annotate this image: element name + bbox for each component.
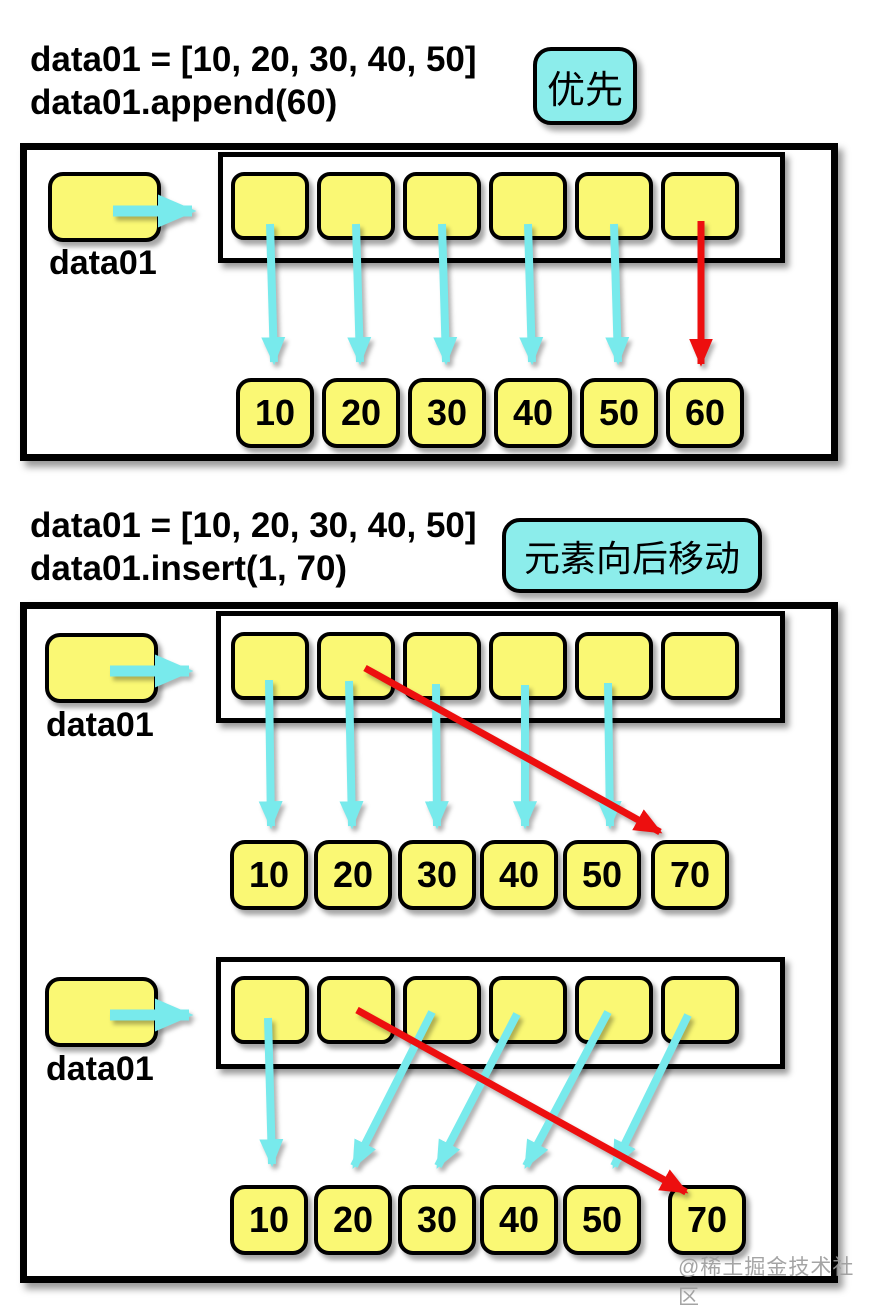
- value-box: 50: [563, 1185, 641, 1255]
- insert-code-line2: data01.insert(1, 70): [30, 549, 348, 588]
- array-cell: [489, 976, 567, 1044]
- insert-step1-variable-box: [45, 633, 158, 703]
- insert-code-line1: data01 = [10, 20, 30, 40, 50]: [30, 506, 477, 545]
- append-code-line2: data01.append(60): [30, 83, 338, 122]
- value-box: 30: [398, 1185, 476, 1255]
- array-cell: [661, 172, 739, 240]
- value-box: 50: [563, 840, 641, 910]
- array-cell: [231, 976, 309, 1044]
- value-box: 20: [314, 1185, 392, 1255]
- array-cell: [317, 976, 395, 1044]
- insert-code-block: data01 = [10, 20, 30, 40, 50] data01.inse…: [30, 504, 477, 590]
- array-cell: [661, 632, 739, 700]
- array-cell: [231, 172, 309, 240]
- shift-backward-badge: 元素向后移动: [502, 518, 762, 593]
- value-box: 20: [314, 840, 392, 910]
- append-array-container: [218, 152, 785, 263]
- array-cell: [403, 172, 481, 240]
- array-cell: [489, 632, 567, 700]
- append-code-block: data01 = [10, 20, 30, 40, 50] data01.appe…: [30, 38, 477, 124]
- value-box: 70: [668, 1185, 746, 1255]
- append-code-line1: data01 = [10, 20, 30, 40, 50]: [30, 40, 477, 79]
- append-outer-frame: [20, 143, 838, 461]
- array-cell: [317, 172, 395, 240]
- insert-step2-variable-label: data01: [46, 1050, 154, 1088]
- array-cell: [575, 172, 653, 240]
- value-box: 10: [236, 378, 314, 448]
- value-box: 30: [408, 378, 486, 448]
- array-cell: [575, 632, 653, 700]
- value-box: 10: [230, 840, 308, 910]
- value-box: 10: [230, 1185, 308, 1255]
- value-box: 20: [322, 378, 400, 448]
- value-box: 40: [480, 840, 558, 910]
- array-cell: [403, 632, 481, 700]
- array-cell: [575, 976, 653, 1044]
- value-box: 60: [666, 378, 744, 448]
- watermark: @稀土掘金技术社区: [678, 1256, 855, 1305]
- value-box: 40: [480, 1185, 558, 1255]
- array-cell: [661, 976, 739, 1044]
- priority-badge-label: 优先: [546, 69, 623, 112]
- value-box: 30: [398, 840, 476, 910]
- append-variable-box: [48, 172, 161, 242]
- value-box: 50: [580, 378, 658, 448]
- append-variable-label: data01: [49, 244, 157, 282]
- shift-backward-badge-label: 元素向后移动: [523, 538, 740, 579]
- insert-outer-frame: [20, 602, 838, 1283]
- array-cell: [317, 632, 395, 700]
- array-cell: [489, 172, 567, 240]
- value-box: 70: [651, 840, 729, 910]
- insert-step1-variable-label: data01: [46, 706, 154, 744]
- priority-badge: 优先: [533, 47, 637, 125]
- array-cell: [403, 976, 481, 1044]
- value-box: 40: [494, 378, 572, 448]
- insert-step2-variable-box: [45, 977, 158, 1047]
- array-cell: [231, 632, 309, 700]
